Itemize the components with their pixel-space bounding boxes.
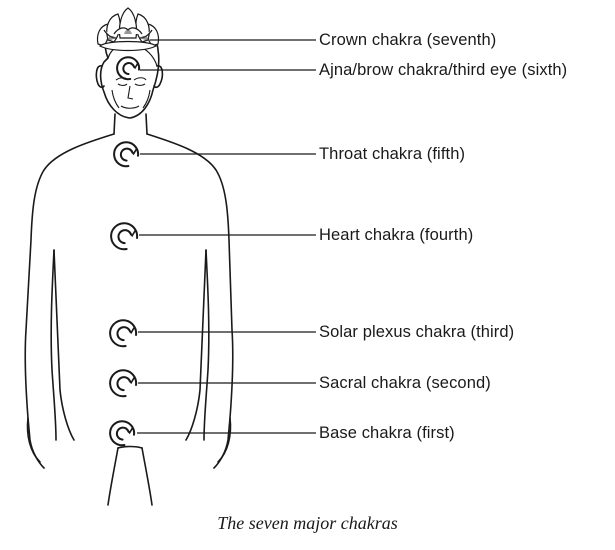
chakra-spiral-icon-ajna xyxy=(116,56,141,81)
chakra-label-base: Base chakra (first) xyxy=(319,424,455,442)
figure-caption: The seven major chakras xyxy=(217,513,398,533)
chakra-label-sacral: Sacral chakra (second) xyxy=(319,374,491,392)
lotus-shading xyxy=(106,29,150,42)
chakra-spiral-icon-sacral xyxy=(109,369,138,398)
chakra-spiral-icon-throat xyxy=(113,141,140,168)
lotus-crown-icon xyxy=(96,7,160,52)
body-outline xyxy=(24,24,234,506)
chakra-label-solar-plexus: Solar plexus chakra (third) xyxy=(319,323,515,341)
chakra-spiral-icon-solar-plexus xyxy=(109,319,138,348)
chakra-label-heart: Heart chakra (fourth) xyxy=(319,226,474,244)
chakra-label-ajna: Ajna/brow chakra/third eye (sixth) xyxy=(319,61,568,79)
chakra-spiral-icon-heart xyxy=(110,222,139,251)
chakra-spiral-icon-base xyxy=(109,420,136,447)
chakra-label-throat: Throat chakra (fifth) xyxy=(319,145,466,163)
face-details xyxy=(111,77,151,109)
chakra-label-crown: Crown chakra (seventh) xyxy=(319,31,497,49)
